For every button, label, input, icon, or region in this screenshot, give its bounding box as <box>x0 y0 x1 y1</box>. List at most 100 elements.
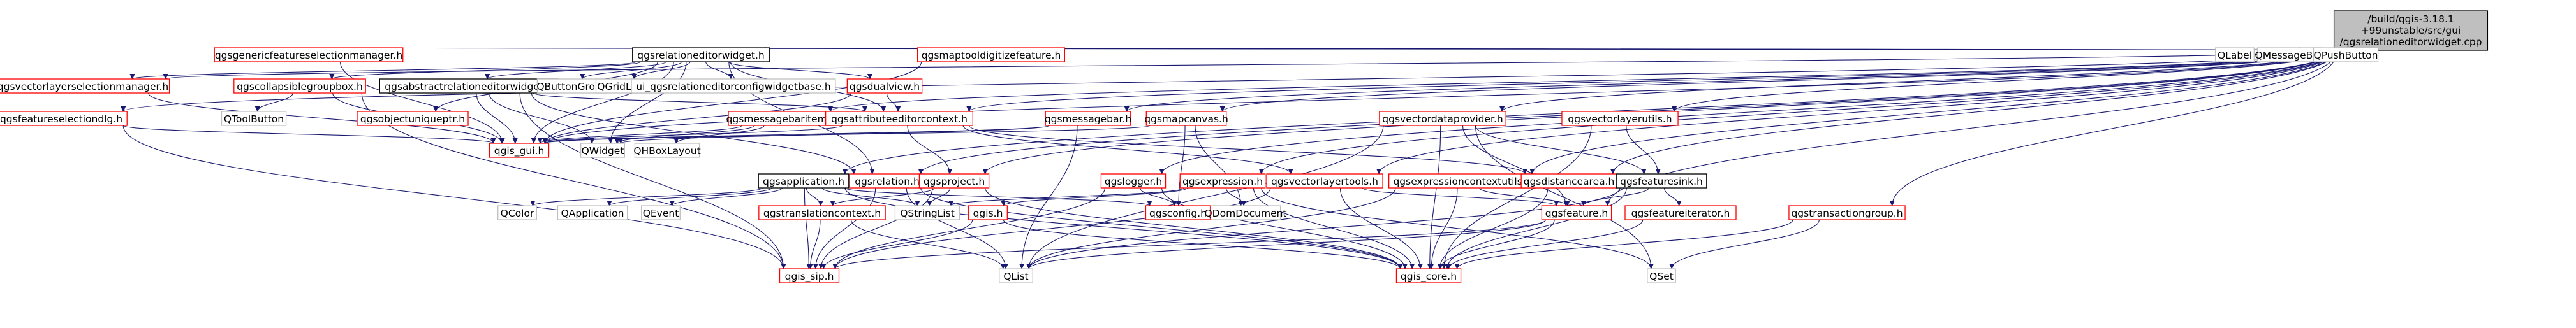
node-label: qgsrelationeditorwidget.h <box>637 50 764 61</box>
node-qgslogger-h[interactable]: qgslogger.h <box>1100 173 1167 189</box>
edge-qgsattributeeditorcontext-h-to-qgis-gui-h <box>545 125 843 143</box>
edge-root-to-qgis-gui-h <box>545 50 2339 143</box>
edge-root-to-qgsdistancearea-h <box>1613 50 2339 174</box>
node-qgsrelation-h[interactable]: qgsrelation.h <box>849 173 925 189</box>
edge-qgis-h-to-qgis-sip-h <box>823 219 973 269</box>
node-qgis-core-h[interactable]: qgis_core.h <box>1395 268 1462 283</box>
node-qgsfeaturesink-h[interactable]: qgsfeaturesink.h <box>1616 173 1707 189</box>
node-label: qgsgenericfeatureselectionmanager.h <box>215 50 402 61</box>
node-QStringList: QStringList <box>894 205 960 220</box>
node-qgsabstractrelationeditorwidget-h[interactable]: qgsabstractrelationeditorwidget.h <box>379 78 559 94</box>
node-qgsvectordataprovider-h[interactable]: qgsvectordataprovider.h <box>1379 111 1506 126</box>
node-label: QDomDocument <box>1204 208 1286 219</box>
edge-qgsvectorlayertools-h-to-qgis-core-h <box>1339 187 1420 269</box>
edge-qgsrelation-h-to-qgis-sip-h <box>816 187 876 269</box>
node-qgsvectorlayerutils-h[interactable]: qgsvectorlayerutils.h <box>1561 111 1679 126</box>
node-label: qgsattributeeditorcontext.h <box>831 113 968 125</box>
node-qgsobjectuniqueptr-h[interactable]: qgsobjectuniqueptr.h <box>357 111 469 126</box>
node-qgsproject-h[interactable]: qgsproject.h <box>918 173 990 189</box>
node-label: qgsapplication.h <box>763 176 844 187</box>
node-qgsattributeeditorcontext-h[interactable]: qgsattributeeditorcontext.h <box>825 111 974 126</box>
edge-qgsvectordataprovider-h-to-qgsfeaturesink-h <box>1475 125 1644 174</box>
node-qgsmessagebar-h[interactable]: qgsmessagebar.h <box>1045 111 1131 126</box>
node-label: QToolButton <box>224 113 284 125</box>
node-qgsdistancearea-h[interactable]: qgsdistancearea.h <box>1520 173 1617 189</box>
edge-qgsexpression-h-to-QSet <box>1261 187 1651 269</box>
edge-qgsvectordataprovider-h-to-QList <box>1029 125 1384 269</box>
node-qgsvectorlayertools-h[interactable]: qgsvectorlayertools.h <box>1266 173 1383 189</box>
node-qgsapplication-h[interactable]: qgsapplication.h <box>758 173 850 189</box>
node-qgsfeature-h[interactable]: qgsfeature.h <box>1541 205 1612 220</box>
edge-qgsmapcanvas-h-to-QDomDocument <box>1195 125 1241 206</box>
node-label: qgsvectorlayerutils.h <box>1568 113 1672 125</box>
edge-root-to-qgsexpression-h <box>1262 50 2339 174</box>
node-label: qgsobjectuniqueptr.h <box>360 113 465 125</box>
node-QDomDocument: QDomDocument <box>1204 205 1287 220</box>
node-ui-qgsrelationeditorconfigwidgetbase-h: ui_qgsrelationeditorconfigwidgetbase.h <box>631 78 836 94</box>
node-qgstranslationcontext-h[interactable]: qgstranslationcontext.h <box>758 205 886 220</box>
node-QMessageBox: QMessageBox <box>2255 47 2324 62</box>
edge-root-to-qgsexpressioncontextutils-h <box>1532 50 2339 174</box>
edge-qgstranslationcontext-h-to-QList <box>851 219 1003 269</box>
node-label: qgsexpression.h <box>1182 176 1263 187</box>
edge-qgsrelation-h-to-qgis-core-h <box>920 187 1401 269</box>
node-label: qgstransactiongroup.h <box>1791 208 1903 219</box>
node-QList: QList <box>999 268 1033 283</box>
node-label: qgsmessagebar.h <box>1045 113 1131 125</box>
node-layer: /build/qgis-3.18.1+99unstable/src/gui/qg… <box>0 10 2489 283</box>
edge-qgsgenericfeatureselectionmanager-h-to-qgis-gui-h <box>339 61 503 143</box>
node-label: qgis_gui.h <box>494 145 545 157</box>
edge-qgsrelationeditorwidget-h-to-QButtonGroup <box>582 61 682 79</box>
node-qgscollapsiblegroupbox-h[interactable]: qgscollapsiblegroupbox.h <box>233 78 366 94</box>
edge-qgsfeatureiterator-h-to-qgis-core-h <box>1449 219 1644 269</box>
node-qgstransactiongroup-h[interactable]: qgstransactiongroup.h <box>1788 205 1906 220</box>
edge-qgsabstractrelationeditorwidget-h-to-qgis-sip-h <box>519 92 783 269</box>
node-qgsexpression-h[interactable]: qgsexpression.h <box>1179 173 1266 189</box>
node-label: QHBoxLayout <box>633 145 700 157</box>
node-qgsvectorlayerselectionmanager-h[interactable]: qgsvectorlayerselectionmanager.h <box>0 78 170 94</box>
edge-qgsexpressioncontextutils-h-to-qgsfeature-h <box>1479 187 1568 206</box>
node-label: QSet <box>1649 271 1674 282</box>
node-qgis-gui-h[interactable]: qgis_gui.h <box>489 143 550 158</box>
edge-qgsvectordataprovider-h-to-qgsfeature-h <box>1462 125 1566 206</box>
node-QToolButton: QToolButton <box>221 111 287 126</box>
edge-qgsrelationeditorwidget-h-to-qgis-gui-h <box>534 61 674 143</box>
edge-qgsexpression-h-to-QStringList <box>951 187 1184 206</box>
node-label: qgsmapcanvas.h <box>1144 113 1228 125</box>
edge-qgsexpressioncontextutils-h-to-qgis-core-h <box>1431 187 1458 269</box>
edge-qgsapplication-h-to-QApplication <box>609 187 772 206</box>
node-qgsexpressioncontextutils-h[interactable]: qgsexpressioncontextutils.h <box>1388 173 1536 189</box>
edge-qgstransactiongroup-h-to-QSet <box>1672 219 1820 269</box>
node-label: qgis.h <box>973 208 1003 219</box>
node-label: qgsabstractrelationeditorwidget.h <box>385 81 552 92</box>
node-label: ui_qgsrelationeditorconfigwidgetbase.h <box>636 81 830 93</box>
node-label: QEvent <box>643 208 679 219</box>
node-label: QPushButton <box>2314 50 2378 61</box>
node-qgsrelationeditorwidget-h[interactable]: qgsrelationeditorwidget.h <box>632 47 770 62</box>
node-label: qgsfeatureiterator.h <box>1631 208 1730 219</box>
edge-qgsapplication-h-to-qgis-sip-h <box>804 187 809 269</box>
node-qgis-sip-h[interactable]: qgis_sip.h <box>779 268 840 283</box>
root-file-label-line: /build/qgis-3.18.1 <box>2367 13 2454 25</box>
edge-qgsmessagebar-h-to-QList <box>1022 125 1078 269</box>
node-qgsfeatureiterator-h[interactable]: qgsfeatureiterator.h <box>1624 205 1737 220</box>
edge-qgsapplication-h-to-qgstranslationcontext-h <box>806 187 820 206</box>
edge-root-to-qgslogger-h <box>1162 50 2339 174</box>
node-label: QApplication <box>561 208 624 219</box>
edge-qgsabstractrelationeditorwidget-h-to-QWidget <box>488 92 592 143</box>
node-qgsmessagebaritem-h[interactable]: qgsmessagebaritem.h <box>726 111 837 126</box>
node-qgsfeatureselectiondlg-h[interactable]: qgsfeatureselectiondlg.h <box>0 111 128 126</box>
node-qgsconfig-h[interactable]: qgsconfig.h <box>1145 205 1211 220</box>
edge-qgsapplication-h-to-qgis-core-h <box>844 187 1401 269</box>
node-qgsdualview-h[interactable]: qgsdualview.h <box>846 78 923 94</box>
node-qgis-h[interactable]: qgis.h <box>968 205 1008 220</box>
edge-qgsexpression-h-to-qgis-core-h <box>1253 187 1412 269</box>
edge-qgslogger-h-to-qgis-core-h <box>1161 187 1405 269</box>
node-qgsmaptooldigitizefeature-h[interactable]: qgsmaptooldigitizefeature.h <box>917 47 1066 62</box>
edge-qgsmapcanvas-h-to-qgis-gui-h <box>545 125 1151 143</box>
edge-qgsrelationeditorwidget-h-to-qgscollapsiblegroupbox-h <box>332 61 642 79</box>
node-qgsgenericfeatureselectionmanager-h[interactable]: qgsgenericfeatureselectionmanager.h <box>214 47 404 62</box>
edge-qgsrelationeditorwidget-h-to-ui-qgsrelationeditorconfigwidgetbase-h <box>705 61 731 79</box>
node-qgsmapcanvas-h[interactable]: qgsmapcanvas.h <box>1144 111 1228 126</box>
edge-qgsvectorlayerutils-h-to-qgsfeaturesink-h <box>1626 125 1658 174</box>
